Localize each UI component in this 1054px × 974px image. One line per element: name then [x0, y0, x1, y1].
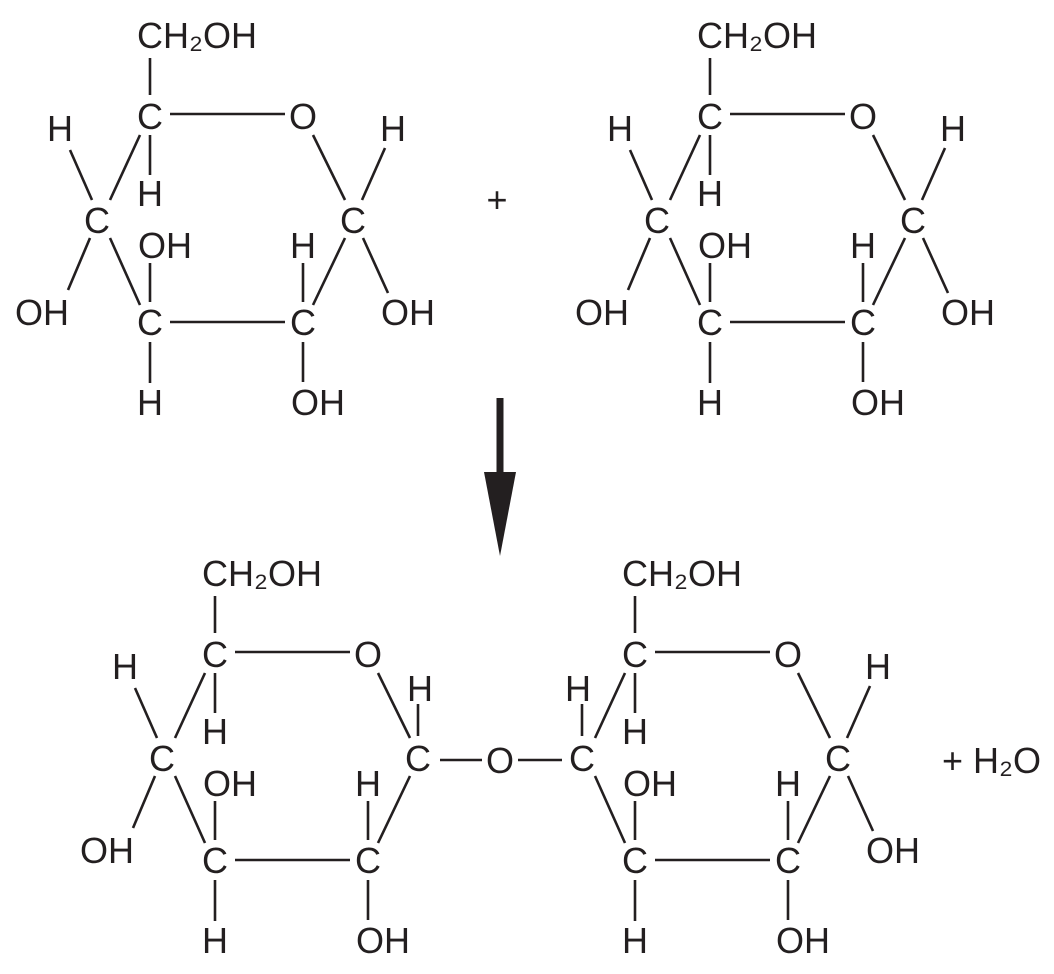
bond — [311, 134, 347, 201]
atom-oh-c3: OH — [138, 225, 192, 266]
atom-oh-c2: OH — [291, 382, 345, 423]
atom-oh-c4: OH — [15, 292, 69, 333]
atom-h-c4: H — [47, 108, 73, 149]
atom-h-c2: H — [355, 763, 381, 804]
atom-c5: C — [137, 96, 163, 137]
atom-c4: C — [569, 738, 595, 779]
bond — [920, 147, 947, 201]
atom-o-ring: O — [774, 634, 802, 675]
bond — [593, 672, 627, 739]
atom-c5: C — [202, 634, 228, 675]
atom-oh-c3: OH — [698, 225, 752, 266]
bond — [173, 775, 207, 844]
bond — [361, 237, 390, 294]
bond — [133, 687, 159, 739]
atom-c3: C — [202, 840, 228, 881]
bond — [846, 775, 875, 832]
atom-c3: C — [137, 302, 163, 343]
bond — [668, 134, 702, 201]
bond — [796, 775, 832, 844]
bond — [360, 147, 387, 201]
atom-c2: C — [850, 302, 876, 343]
atom-c4: C — [84, 200, 110, 241]
atom-c2: C — [775, 840, 801, 881]
atom-h-c4: H — [112, 646, 138, 687]
bond — [108, 237, 142, 306]
atom-c1: C — [340, 200, 366, 241]
bond — [628, 149, 654, 201]
bond — [593, 775, 627, 844]
atom-h-c3: H — [697, 382, 723, 423]
bond — [376, 775, 412, 844]
bond — [376, 672, 412, 739]
bond — [921, 237, 950, 294]
atom-h-c4: H — [565, 668, 591, 709]
bond — [173, 672, 207, 739]
glycosidic-oxygen: O — [486, 740, 514, 781]
bond — [668, 237, 702, 306]
bond — [796, 672, 832, 739]
bond — [66, 237, 92, 291]
atom-c1: C — [825, 738, 851, 779]
atom-h-c4: H — [607, 108, 633, 149]
atom-ch2oh: CH₂OH — [622, 553, 742, 594]
plus-sign: + — [486, 179, 507, 220]
atom-h-c3: H — [202, 920, 228, 961]
glycosidic-linkage: O — [440, 740, 562, 781]
atom-h-c5: H — [137, 173, 163, 214]
atom-o-ring: O — [849, 96, 877, 137]
atom-h-c5: H — [622, 711, 648, 752]
atom-c3: C — [622, 840, 648, 881]
atom-c1: C — [900, 200, 926, 241]
atom-oh-c2: OH — [776, 920, 830, 961]
reaction-arrow — [484, 398, 516, 556]
atom-h-c3: H — [622, 920, 648, 961]
atom-c1: C — [405, 738, 431, 779]
atom-h-c1: H — [407, 668, 433, 709]
atom-c5: C — [622, 634, 648, 675]
atom-c2: C — [290, 302, 316, 343]
atom-o-ring: O — [354, 634, 382, 675]
bond — [108, 134, 142, 201]
atom-h-c2: H — [290, 225, 316, 266]
atom-oh-c1: OH — [866, 830, 920, 871]
bond — [131, 775, 157, 829]
bond — [871, 134, 907, 201]
bond — [626, 237, 652, 291]
bond — [845, 685, 872, 739]
atom-oh-c1: OH — [941, 292, 995, 333]
atom-ch2oh: CH₂OH — [137, 15, 257, 56]
atom-h-c2: H — [850, 225, 876, 266]
atom-h-c3: H — [137, 382, 163, 423]
atom-o-ring: O — [289, 96, 317, 137]
bond — [311, 237, 347, 306]
atom-c5: C — [697, 96, 723, 137]
atom-oh-c2: OH — [356, 920, 410, 961]
bond — [68, 149, 94, 201]
atom-oh-c2: OH — [851, 382, 905, 423]
atom-c4: C — [644, 200, 670, 241]
atom-h-c5: H — [697, 173, 723, 214]
atom-c4: C — [149, 738, 175, 779]
atom-oh-c4: OH — [80, 830, 134, 871]
atom-h-c2: H — [775, 763, 801, 804]
atom-ch2oh: CH₂OH — [697, 15, 817, 56]
atom-oh-c1: OH — [381, 292, 435, 333]
atom-h-c1: H — [380, 108, 406, 149]
atom-h-c1: H — [940, 108, 966, 149]
atom-c2: C — [355, 840, 381, 881]
atom-oh-c4: OH — [575, 292, 629, 333]
atom-oh-c3: OH — [203, 763, 257, 804]
bond — [871, 237, 907, 306]
atom-h-c1: H — [865, 646, 891, 687]
water-byproduct: + H₂O — [942, 740, 1041, 781]
atom-h-c5: H — [202, 711, 228, 752]
atom-oh-c3: OH — [623, 763, 677, 804]
atom-ch2oh: CH₂OH — [202, 553, 322, 594]
atom-c3: C — [697, 302, 723, 343]
